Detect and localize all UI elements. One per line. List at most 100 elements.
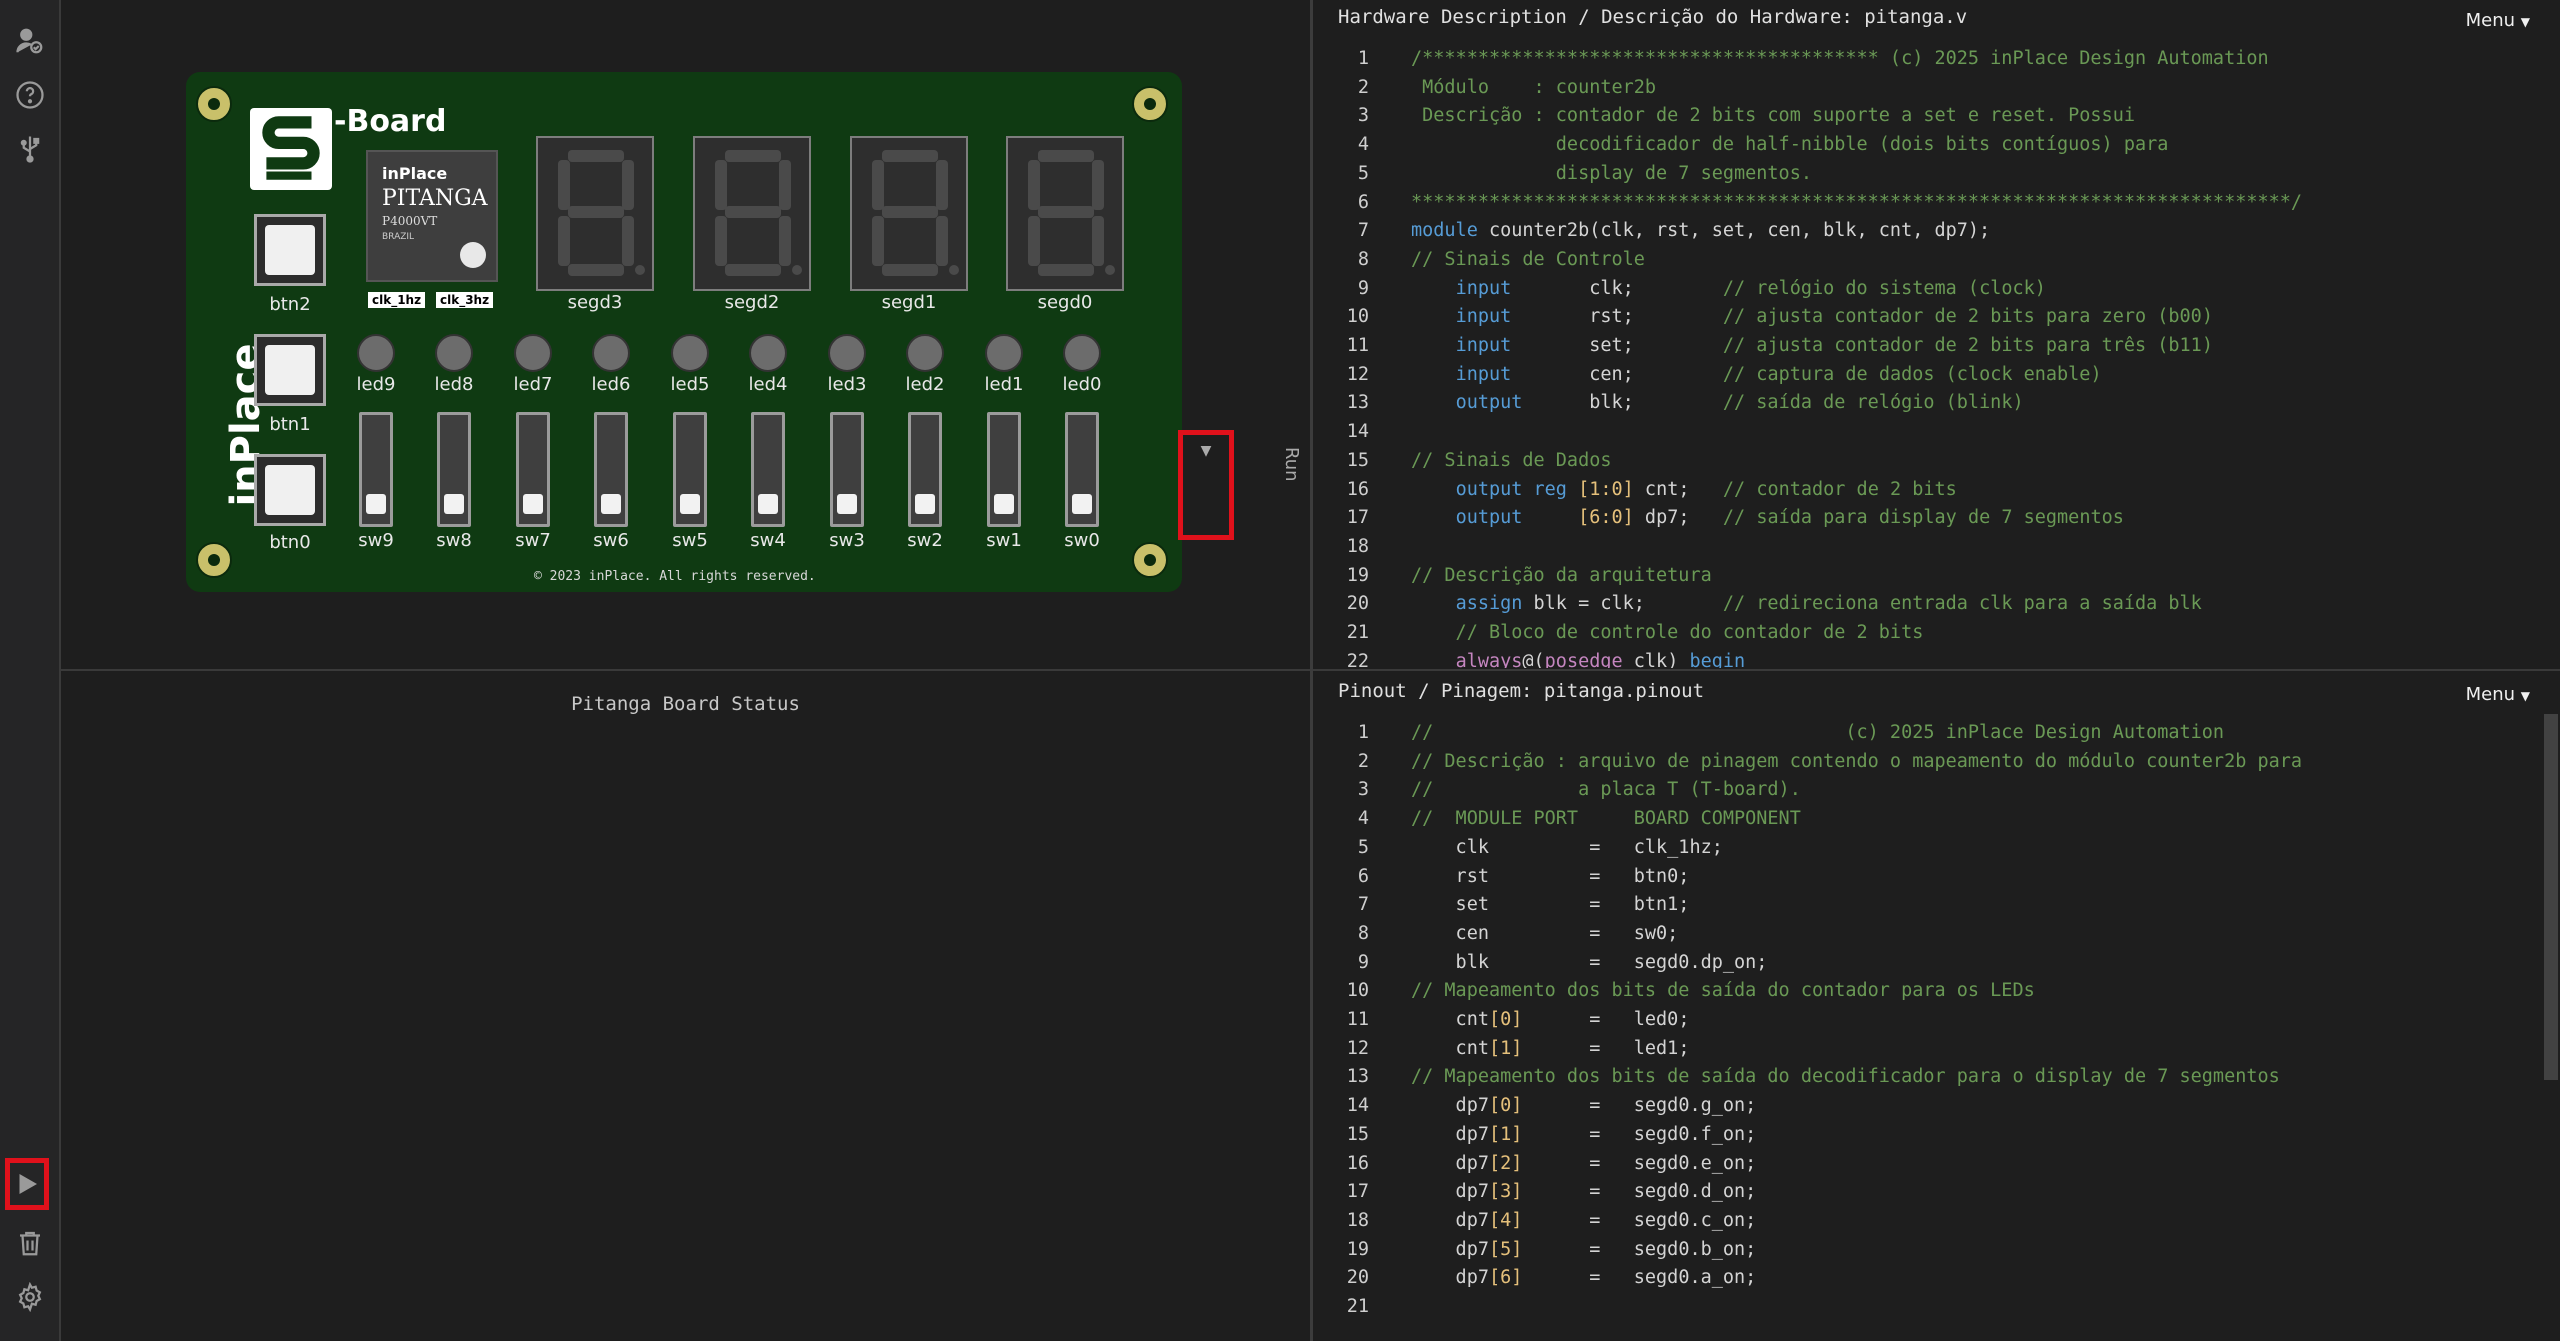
line-text: input clk; // relógio do sistema (clock)	[1455, 277, 2046, 299]
hdl-menu-button[interactable]: Menu ▼	[2466, 10, 2530, 31]
code-line[interactable]: 14	[1313, 421, 2543, 449]
fpga-chip: inPlace PITANGA P4000VT BRAZIL	[366, 150, 498, 282]
code-line[interactable]: 20 dp7[6] = segd0.a_on;	[1313, 1267, 2543, 1295]
line-text: cen = sw0;	[1411, 922, 1679, 944]
code-line[interactable]: 2// Descrição : arquivo de pinagem conte…	[1313, 751, 2543, 779]
sw7[interactable]	[516, 412, 550, 527]
code-line[interactable]: 19 dp7[5] = segd0.b_on;	[1313, 1239, 2543, 1267]
code-line[interactable]: 6***************************************…	[1313, 192, 2543, 220]
code-line[interactable]: 11 cnt[0] = led0;	[1313, 1009, 2543, 1037]
sw7-label: sw7	[515, 530, 551, 551]
btn2[interactable]	[254, 214, 326, 286]
sw5[interactable]	[673, 412, 707, 527]
sw8[interactable]	[437, 412, 471, 527]
code-line[interactable]: 18	[1313, 536, 2543, 564]
code-line[interactable]: 10 input rst; // ajusta contador de 2 bi…	[1313, 306, 2543, 334]
vertical-splitter[interactable]	[1310, 0, 1313, 1341]
code-line[interactable]: 12 input cen; // captura de dados (clock…	[1313, 364, 2543, 392]
code-line[interactable]: 1// (c) 2025 inPlace Design Automation	[1313, 722, 2543, 750]
mount-hole	[1132, 542, 1168, 578]
code-line[interactable]: 8 cen = sw0;	[1313, 923, 2543, 951]
code-line[interactable]: 3 Descrição : contador de 2 bits com sup…	[1313, 105, 2543, 133]
user-check-icon[interactable]	[13, 24, 47, 58]
sw6[interactable]	[594, 412, 628, 527]
sw3[interactable]	[830, 412, 864, 527]
code-line[interactable]: 4 decodificador de half-nibble (dois bit…	[1313, 134, 2543, 162]
sw6-label: sw6	[593, 530, 629, 551]
led5	[671, 334, 709, 372]
code-line[interactable]: 9 input clk; // relógio do sistema (cloc…	[1313, 278, 2543, 306]
code-line[interactable]: 3// a placa T (T-board).	[1313, 779, 2543, 807]
code-line[interactable]: 18 dp7[4] = segd0.c_on;	[1313, 1210, 2543, 1238]
hdl-scrollbar[interactable]	[2543, 40, 2560, 668]
code-line[interactable]: 2 Módulo : counter2b	[1313, 77, 2543, 105]
line-number: 17	[1346, 507, 1369, 529]
line-number: 16	[1346, 478, 1369, 500]
code-line[interactable]: 16 output reg [1:0] cnt; // contador de …	[1313, 479, 2543, 507]
code-line[interactable]: 11 input set; // ajusta contador de 2 bi…	[1313, 335, 2543, 363]
line-number: 17	[1346, 1181, 1369, 1203]
trash-icon[interactable]	[13, 1226, 47, 1260]
segd3-label: segd3	[567, 292, 623, 313]
sw9[interactable]	[359, 412, 393, 527]
sw2[interactable]	[908, 412, 942, 527]
line-text: dp7[1] = segd0.f_on;	[1411, 1123, 1757, 1145]
sw0[interactable]	[1065, 412, 1099, 527]
code-line[interactable]: 6 rst = btn0;	[1313, 866, 2543, 894]
code-line[interactable]: 10// Mapeamento dos bits de saída do con…	[1313, 980, 2543, 1008]
code-line[interactable]: 1/**************************************…	[1313, 48, 2543, 76]
code-line[interactable]: 8// Sinais de Controle	[1313, 249, 2543, 277]
code-line[interactable]: 17 output [6:0] dp7; // saída para displ…	[1313, 507, 2543, 535]
code-line[interactable]: 13// Mapeamento dos bits de saída do dec…	[1313, 1066, 2543, 1094]
led9	[357, 334, 395, 372]
line-text: cnt[0] = led0;	[1411, 1009, 1690, 1030]
code-line[interactable]: 19// Descrição da arquitetura	[1313, 565, 2543, 593]
line-text: assign blk = clk; // redireciona entrada…	[1455, 593, 2202, 615]
code-line[interactable]: 4// MODULE PORT BOARD COMPONENT	[1313, 808, 2543, 836]
code-line[interactable]: 7 set = btn1;	[1313, 894, 2543, 922]
code-line[interactable]: 20 assign blk = clk; // redireciona entr…	[1313, 593, 2543, 621]
sw1[interactable]	[987, 412, 1021, 527]
code-line[interactable]: 12 cnt[1] = led1;	[1313, 1038, 2543, 1066]
line-text: cnt[1] = led1;	[1411, 1037, 1690, 1059]
code-line[interactable]: 5 display de 7 segmentos.	[1313, 163, 2543, 191]
line-text: decodificador de half-nibble (dois bits …	[1411, 134, 2169, 156]
gear-icon[interactable]	[13, 1280, 47, 1314]
copyright: © 2023 inPlace. All rights reserved.	[534, 569, 816, 584]
code-line[interactable]: 17 dp7[3] = segd0.d_on;	[1313, 1181, 2543, 1209]
code-line[interactable]: 21	[1313, 1296, 2543, 1324]
play-icon[interactable]	[5, 1158, 49, 1210]
led7-label: led7	[513, 374, 553, 395]
line-text: dp7[0] = segd0.g_on;	[1411, 1095, 1757, 1117]
usb-icon[interactable]	[13, 132, 47, 166]
code-line[interactable]: 22 always@(posedge clk) begin	[1313, 651, 2543, 668]
pinout-menu-button[interactable]: Menu ▼	[2466, 684, 2530, 705]
pinout-scrollbar[interactable]	[2543, 714, 2560, 1341]
code-line[interactable]: 15// Sinais de Dados	[1313, 450, 2543, 478]
btn0[interactable]	[254, 454, 326, 526]
run-toggle[interactable]: ▼ Run	[1178, 430, 1302, 540]
line-number: 5	[1357, 162, 1369, 184]
hdl-editor[interactable]: 1/**************************************…	[1313, 40, 2543, 668]
line-number: 13	[1346, 1066, 1369, 1088]
led6	[592, 334, 630, 372]
board-brand: -Board	[334, 104, 447, 139]
code-line[interactable]: 21 // Bloco de controle do contador de 2…	[1313, 622, 2543, 650]
code-line[interactable]: 13 output blk; // saída de relógio (blin…	[1313, 392, 2543, 420]
code-line[interactable]: 5 clk = clk_1hz;	[1313, 837, 2543, 865]
sw9-label: sw9	[358, 530, 394, 551]
sw8-label: sw8	[436, 530, 472, 551]
btn1[interactable]	[254, 334, 326, 406]
code-line[interactable]: 15 dp7[1] = segd0.f_on;	[1313, 1124, 2543, 1152]
sw4[interactable]	[751, 412, 785, 527]
pinout-scroll-thumb[interactable]	[2544, 714, 2558, 1080]
horizontal-splitter[interactable]	[1313, 669, 2560, 671]
code-line[interactable]: 16 dp7[2] = segd0.e_on;	[1313, 1153, 2543, 1181]
line-number: 6	[1357, 191, 1369, 213]
line-number: 20	[1346, 593, 1369, 615]
help-icon[interactable]	[13, 78, 47, 112]
code-line[interactable]: 14 dp7[0] = segd0.g_on;	[1313, 1095, 2543, 1123]
code-line[interactable]: 9 blk = segd0.dp_on;	[1313, 952, 2543, 980]
